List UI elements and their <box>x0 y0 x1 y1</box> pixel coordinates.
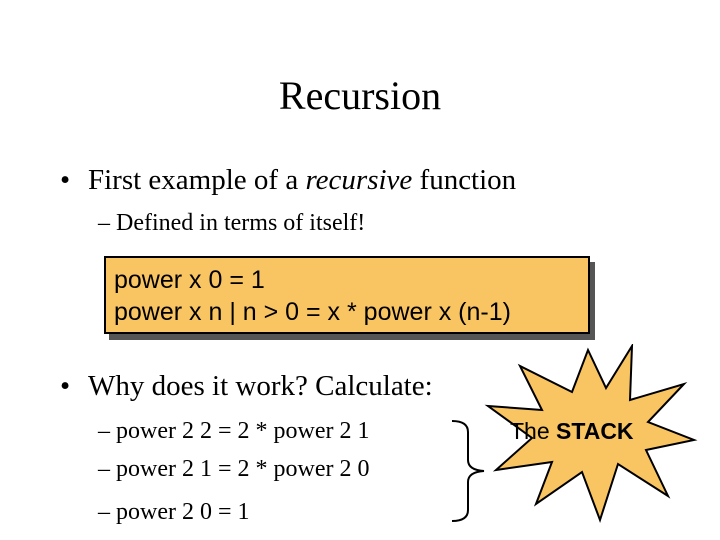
code-line-base-case: power x 0 = 1 <box>114 266 265 294</box>
bullet-why-works: • Why does it work? Calculate: <box>60 368 433 404</box>
bullet-dot: • <box>60 164 71 196</box>
sub-bullet-defined: – Defined in terms of itself! <box>98 210 366 236</box>
bullet-first-example: • First example of a recursive function <box>60 162 516 198</box>
calc-line-3: – power 2 0 = 1 <box>98 499 250 525</box>
code-box: power x 0 = 1 power x n | n > 0 = x * po… <box>104 256 590 334</box>
bullet-first-emphasis: recursive <box>305 164 413 196</box>
code-line-recursive-case: power x n | n > 0 = x * power x (n-1) <box>114 298 511 326</box>
bullet-first-suffix: function <box>412 164 517 196</box>
stack-label-prefix: The <box>510 418 557 444</box>
slide-title: Recursion <box>278 73 442 118</box>
stack-label: The STACK <box>510 416 690 446</box>
calc-line-1: – power 2 2 = 2 * power 2 1 <box>98 418 370 444</box>
bullet-dot: • <box>60 370 71 402</box>
bullet-first-prefix: First example of a <box>88 164 306 196</box>
starburst-icon <box>484 344 698 524</box>
calc-line-2: – power 2 1 = 2 * power 2 0 <box>98 456 370 482</box>
right-brace-icon <box>451 420 485 522</box>
stack-label-strong: STACK <box>556 418 634 444</box>
bullet-why-text: Why does it work? Calculate: <box>88 370 433 402</box>
